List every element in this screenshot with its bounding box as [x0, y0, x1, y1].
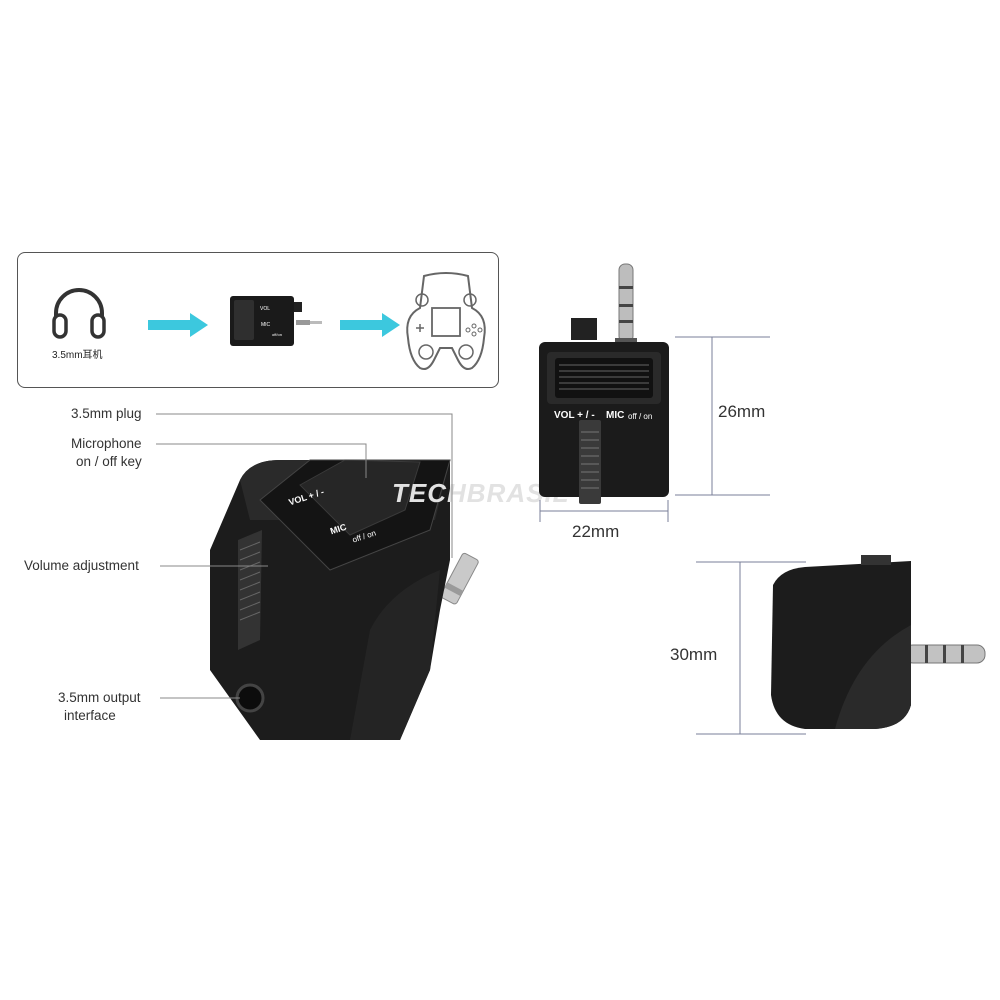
dimension-height: 26mm	[718, 402, 766, 421]
arrow-right-icon	[340, 313, 400, 337]
headphone-label: 3.5mm耳机	[52, 350, 103, 361]
callout-output-line2: interface	[64, 708, 116, 723]
adapter-device-photo	[210, 459, 479, 740]
callout-mic-line1: Microphone	[71, 436, 142, 451]
adapter-side-view	[771, 555, 986, 729]
front-vol-label: VOL + / -	[554, 410, 595, 421]
headphone-icon	[52, 288, 106, 339]
callout-plug: 3.5mm plug	[71, 406, 142, 421]
adapter-thumbnail: VOL MIC off/on	[230, 296, 322, 346]
adapter-front-view	[539, 263, 669, 504]
front-mic-label: MIC	[606, 410, 625, 421]
callout-volume: Volume adjustment	[24, 558, 139, 573]
svg-text:VOL: VOL	[260, 306, 270, 312]
svg-text:off/on: off/on	[272, 332, 282, 337]
dimension-depth: 30mm	[670, 645, 718, 664]
svg-text:MIC: MIC	[261, 322, 271, 328]
callout-output-line1: 3.5mm output	[58, 690, 141, 705]
arrow-right-icon	[148, 313, 208, 337]
dimension-width: 22mm	[572, 522, 620, 541]
front-offon-label: off / on	[628, 412, 653, 421]
game-controller-icon	[406, 272, 486, 370]
callout-mic-line2: on / off key	[76, 454, 142, 469]
